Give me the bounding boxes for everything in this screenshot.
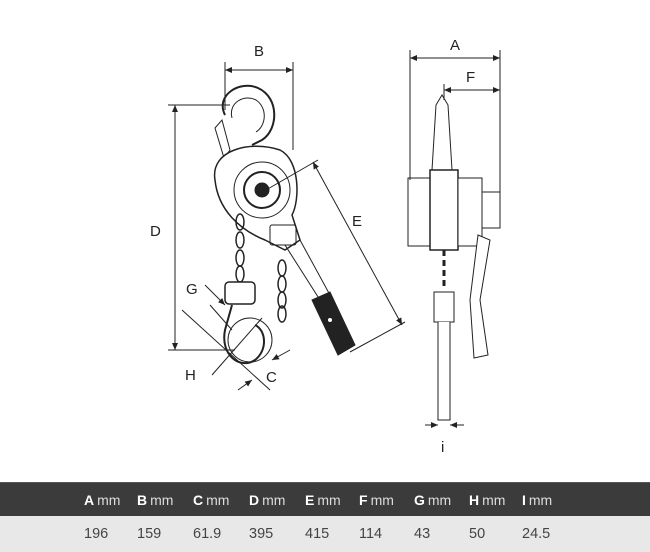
- lever-hoist-diagram: B D E G H C A F i: [150, 37, 501, 456]
- label-g: G: [186, 281, 198, 298]
- column-letter: I: [522, 491, 526, 508]
- label-a: A: [450, 37, 460, 54]
- label-c: C: [266, 369, 277, 386]
- bottom-hook: [209, 281, 273, 365]
- column-letter: E: [305, 491, 315, 508]
- lever-handle: [284, 239, 356, 356]
- value-a: 196: [84, 526, 109, 542]
- value-e: 415: [305, 526, 330, 542]
- column-unit: mm: [97, 491, 121, 508]
- column-letter: B: [137, 491, 148, 508]
- column-letter: G: [414, 491, 425, 508]
- label-i: i: [441, 439, 444, 456]
- column-unit: mm: [317, 491, 341, 508]
- value-c: 61.9: [193, 526, 222, 542]
- value-b: 159: [137, 526, 162, 542]
- side-view: [407, 94, 501, 421]
- column-letter: H: [469, 491, 480, 508]
- column-unit: mm: [427, 491, 452, 508]
- value-i: 24.5: [522, 526, 551, 542]
- column-unit: mm: [206, 491, 230, 508]
- column-letter: F: [359, 491, 368, 508]
- table-value-row: 196 159 61.9 395 415 114 43 50 24.5: [0, 516, 650, 552]
- column-unit: mm: [528, 491, 553, 508]
- column-unit: mm: [482, 491, 506, 508]
- column-letter: A: [84, 491, 95, 508]
- value-f: 114: [359, 526, 383, 542]
- value-g: 43: [414, 526, 431, 542]
- label-f: F: [466, 69, 475, 86]
- load-chain: [235, 213, 287, 323]
- column-unit: mm: [150, 491, 174, 508]
- column-unit: mm: [370, 491, 394, 508]
- value-h: 50: [469, 526, 486, 542]
- label-b: B: [254, 43, 264, 60]
- column-letter: C: [193, 491, 204, 508]
- label-h: H: [185, 367, 196, 384]
- value-d: 395: [249, 526, 274, 542]
- column-unit: mm: [262, 491, 286, 508]
- label-e: E: [352, 213, 362, 230]
- label-d: D: [150, 223, 161, 240]
- column-letter: D: [249, 491, 260, 508]
- hoist-body: [213, 145, 301, 251]
